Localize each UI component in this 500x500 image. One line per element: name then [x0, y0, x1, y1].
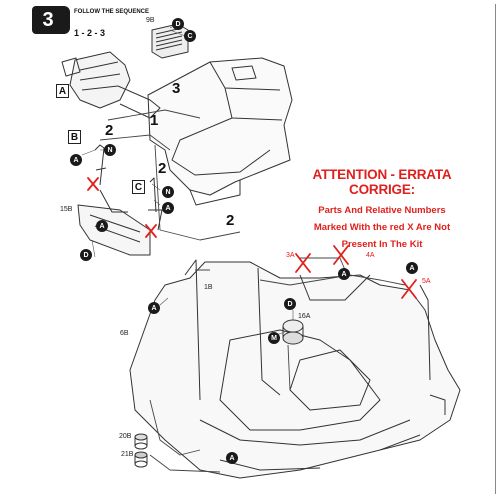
- sequence-marker-2a: 2: [105, 122, 114, 139]
- fuel-pump: [282, 319, 304, 345]
- errata-x-3a: [295, 253, 311, 273]
- front-body-section: [147, 57, 293, 206]
- part-label-21b: 21B: [121, 451, 134, 458]
- sheet-border: [495, 4, 496, 494]
- intake-manifold: [61, 51, 161, 119]
- sequence-marker-2c: 2: [226, 212, 235, 229]
- errata-x-c: [145, 224, 157, 238]
- callout-n-c: N: [162, 186, 174, 198]
- pedal-base: [77, 189, 151, 256]
- callout-c-airbox: C: [184, 30, 196, 42]
- subview-label-a: A: [56, 84, 69, 98]
- callout-a-c: A: [162, 202, 174, 214]
- callout-a-right: A: [406, 262, 418, 274]
- part-label-15b: 15B: [60, 206, 73, 213]
- errata-x-4a: [333, 245, 349, 265]
- errata-line-2: Marked With the red X Are Not: [313, 222, 451, 233]
- callout-n-b: N: [104, 144, 116, 156]
- callout-a-b: A: [70, 154, 82, 166]
- part-label-1b: 1B: [204, 284, 213, 291]
- callout-a-base: A: [96, 220, 108, 232]
- callout-d-base: D: [80, 249, 92, 261]
- routing-lines: [99, 109, 406, 473]
- errata-x-b: [87, 177, 99, 191]
- step-number-badge: 3: [32, 6, 64, 34]
- subview-label-c: C: [132, 180, 145, 194]
- callout-d-pump: D: [284, 298, 296, 310]
- sub-assembly-b-rod: [94, 144, 107, 186]
- errata-title: ATTENTION - ERRATA CORRIGE:: [312, 167, 452, 197]
- sequence-marker-1: 1: [150, 112, 159, 129]
- errata-marks: [87, 177, 417, 299]
- step-badge-tab: [64, 6, 70, 34]
- part-label-5a: 5A: [422, 278, 431, 285]
- subview-label-b: B: [68, 130, 81, 144]
- errata-line-1: Parts And Relative Numbers: [318, 205, 446, 216]
- part-label-6b: 6B: [120, 330, 129, 337]
- part-label-20b: 20B: [119, 433, 132, 440]
- part-label-9b: 9B: [146, 17, 155, 24]
- step-sequence: 1 - 2 - 3: [74, 28, 106, 38]
- callout-m-pump: M: [268, 332, 280, 344]
- callout-a-bottom: A: [226, 452, 238, 464]
- part-label-4a: 4A: [366, 252, 375, 259]
- rear-chassis: [129, 259, 461, 479]
- part-label-16a: 16A: [298, 313, 311, 320]
- callout-d-airbox: D: [172, 18, 184, 30]
- errata-notice: ATTENTION - ERRATA CORRIGE: Parts And Re…: [282, 167, 482, 253]
- sequence-marker-3: 3: [172, 80, 181, 97]
- errata-x-5a: [401, 279, 417, 299]
- callout-a-top: A: [338, 268, 350, 280]
- errata-line-3: Present In The Kit: [341, 239, 423, 250]
- part-label-3a: 3A: [286, 252, 295, 259]
- sequence-marker-2b: 2: [158, 160, 167, 177]
- callout-a-body: A: [148, 302, 160, 314]
- air-filter-box: [151, 23, 189, 59]
- small-cylinders: [134, 433, 148, 468]
- step-instruction: Follow the sequence: [74, 9, 149, 15]
